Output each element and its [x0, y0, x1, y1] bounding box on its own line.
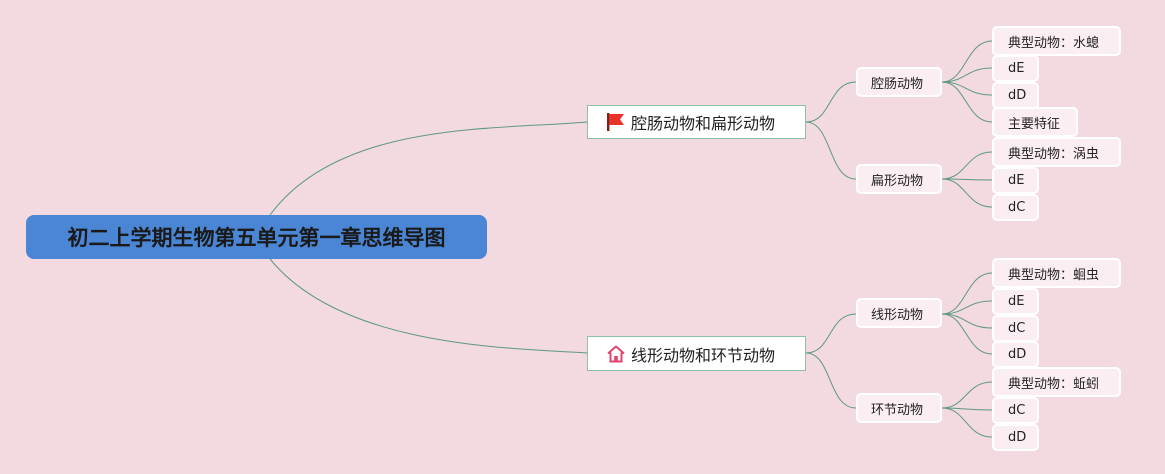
root-topic[interactable]: 初二上学期生物第五单元第一章思维导图 — [26, 215, 487, 259]
leaf-label: 典型动物：水螅 — [1008, 35, 1100, 51]
leaf-label: dD — [1008, 88, 1027, 103]
link-sub-0-0-leaf-3 — [941, 81, 993, 123]
link-sub-1-0-leaf-3 — [941, 313, 993, 355]
link-sub-1-0-leaf-2 — [941, 313, 993, 329]
link-sub-1-1-leaf-0 — [941, 381, 993, 409]
leaf-1-0-3[interactable]: dD — [992, 341, 1039, 368]
leaf-label: dD — [1008, 430, 1027, 445]
leaf-label: dE — [1008, 173, 1025, 188]
leaf-label: 典型动物：蛔虫 — [1008, 267, 1100, 283]
leaf-0-0-1[interactable]: dE — [992, 55, 1039, 82]
home-icon — [605, 344, 627, 364]
leaf-label: dD — [1008, 347, 1027, 362]
link-root-branch-0 — [269, 121, 588, 216]
leaf-0-1-0[interactable]: 典型动物：涡虫 — [992, 137, 1121, 167]
leaf-label: dE — [1008, 61, 1025, 76]
link-sub-1-0-leaf-0 — [941, 272, 993, 315]
leaf-label: dC — [1008, 403, 1026, 418]
link-branch-1-sub-0 — [805, 313, 857, 354]
subtopic-1-1[interactable]: 环节动物 — [856, 393, 942, 423]
leaf-label: 主要特征 — [1008, 116, 1061, 132]
subtopic-1-0[interactable]: 线形动物 — [856, 298, 942, 328]
link-sub-0-1-leaf-0 — [941, 151, 993, 180]
leaf-label: dE — [1008, 294, 1025, 309]
leaf-1-0-0[interactable]: 典型动物：蛔虫 — [992, 258, 1121, 288]
branch-topic-0-label: 腔肠动物和扁形动物 — [631, 114, 776, 133]
leaf-0-0-3[interactable]: 主要特征 — [992, 107, 1078, 137]
subtopic-0-0-label: 腔肠动物 — [871, 76, 924, 92]
leaf-1-1-2[interactable]: dD — [992, 424, 1039, 451]
link-branch-1-sub-1 — [805, 352, 857, 409]
link-sub-0-1-leaf-2 — [941, 178, 993, 208]
subtopic-1-0-label: 线形动物 — [871, 307, 924, 323]
leaf-label: dC — [1008, 200, 1026, 215]
link-sub-1-1-leaf-2 — [941, 407, 993, 438]
subtopic-0-1[interactable]: 扁形动物 — [856, 164, 942, 194]
red-flag-icon — [605, 112, 627, 132]
link-sub-0-0-leaf-1 — [941, 67, 993, 83]
branch-topic-1[interactable]: 线形动物和环节动物 — [587, 336, 806, 371]
leaf-0-1-2[interactable]: dC — [992, 194, 1039, 221]
leaf-1-0-2[interactable]: dC — [992, 315, 1039, 342]
leaf-1-1-0[interactable]: 典型动物：蚯蚓 — [992, 367, 1121, 397]
leaf-0-1-1[interactable]: dE — [992, 167, 1039, 194]
link-branch-0-sub-0 — [805, 81, 857, 123]
branch-topic-0[interactable]: 腔肠动物和扁形动物 — [587, 105, 806, 139]
leaf-label: 典型动物：涡虫 — [1008, 146, 1100, 162]
leaf-1-1-1[interactable]: dC — [992, 397, 1039, 424]
link-branch-0-sub-1 — [805, 121, 857, 180]
subtopic-1-1-label: 环节动物 — [871, 402, 924, 418]
subtopic-0-1-label: 扁形动物 — [871, 173, 924, 189]
leaf-1-0-1[interactable]: dE — [992, 288, 1039, 315]
link-sub-1-0-leaf-1 — [941, 300, 993, 315]
leaf-0-0-2[interactable]: dD — [992, 82, 1039, 109]
leaf-0-0-0[interactable]: 典型动物：水螅 — [992, 26, 1121, 56]
subtopic-0-0[interactable]: 腔肠动物 — [856, 67, 942, 97]
link-root-branch-1 — [269, 258, 588, 354]
leaf-label: dC — [1008, 321, 1026, 336]
link-sub-0-0-leaf-0 — [941, 40, 993, 83]
branch-topic-1-label: 线形动物和环节动物 — [631, 345, 776, 365]
leaf-label: 典型动物：蚯蚓 — [1008, 376, 1100, 392]
